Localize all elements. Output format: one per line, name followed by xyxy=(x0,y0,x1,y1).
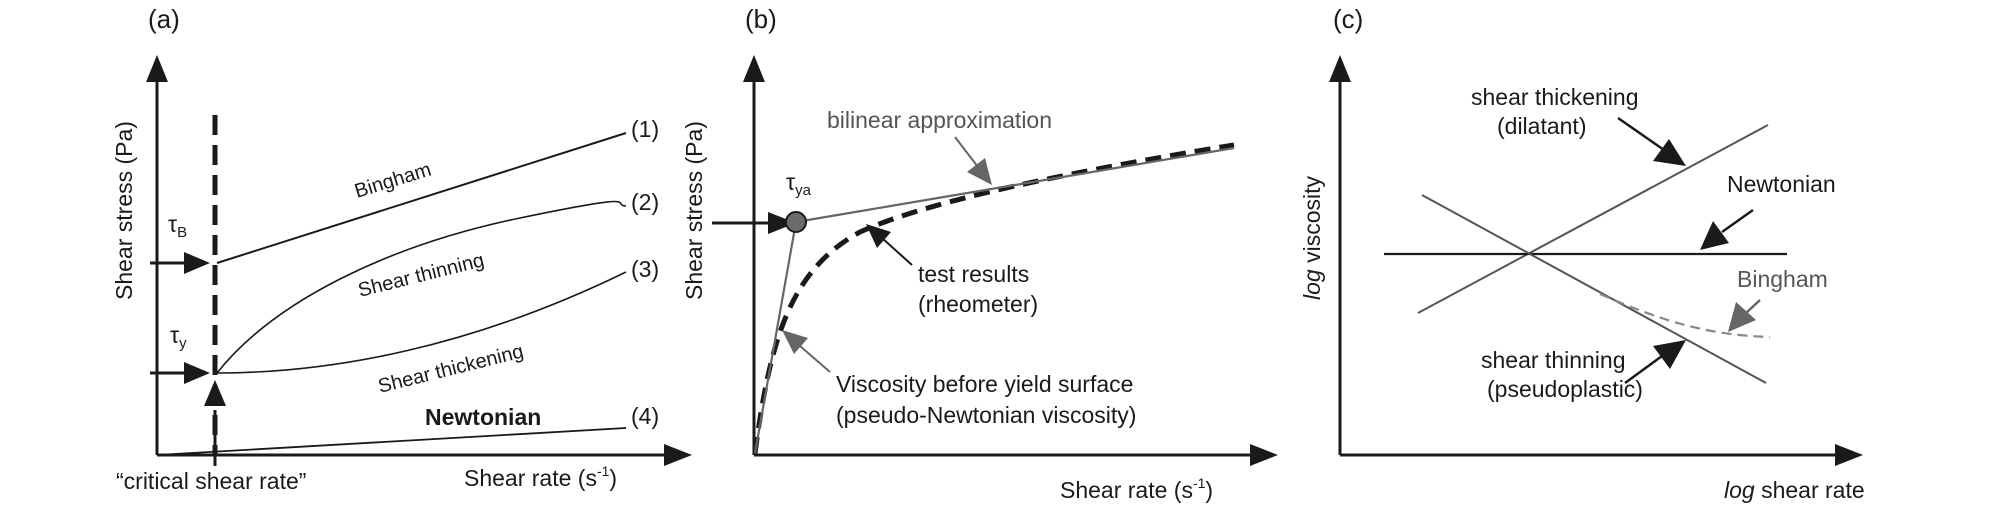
panel-c-label-bingham: Bingham xyxy=(1737,266,1828,292)
panel-a-y-label: Shear stress (Pa) xyxy=(111,121,137,300)
panel-c-y-label: log viscosity xyxy=(1299,176,1325,300)
panel-c-newtonian-pointer-icon xyxy=(1700,221,1729,250)
panel-b-test-pointer-icon xyxy=(866,224,891,248)
panel-b-label-test-1: test results xyxy=(918,261,1029,287)
panel-c-thick-pointer-icon xyxy=(1653,139,1686,166)
panel-c-y-axis-arrow-icon xyxy=(1329,55,1351,82)
panel-b-yield-point xyxy=(785,211,807,233)
panel-c-label-newtonian: Newtonian xyxy=(1727,171,1836,197)
panel-b-x-label: Shear rate (s-1) xyxy=(1060,475,1213,503)
panel-b-y-axis-arrow-icon xyxy=(743,55,765,82)
panel-b: (b) Shear stress (Pa) Shear rate (s-1) τ… xyxy=(681,4,1278,503)
panel-a-number-4: (4) xyxy=(631,403,659,429)
panel-c-label-thick-1: shear thickening xyxy=(1471,84,1639,110)
panel-b-x-axis-arrow-icon xyxy=(1250,444,1278,466)
panel-a-label-newtonian: Newtonian xyxy=(425,404,541,430)
panel-c-x-axis-arrow-icon xyxy=(1835,444,1863,466)
panel-b-label-test-2: (rheometer) xyxy=(918,291,1038,317)
panel-a-label: (a) xyxy=(148,4,180,34)
panel-a-curve-newtonian xyxy=(156,427,627,456)
panel-a-tau-y: τy xyxy=(170,322,187,352)
panel-a-x-label: Shear rate (s-1) xyxy=(464,463,617,491)
panel-b-label-visc-2: (pseudo-Newtonian viscosity) xyxy=(836,402,1136,428)
panel-a-curve-thinning xyxy=(216,200,627,374)
panel-a-curve-thickening xyxy=(216,271,627,374)
panel-a-tau-b: τB xyxy=(168,211,187,241)
panel-c-bingham-pointer xyxy=(1745,299,1761,314)
panel-c-label-thin-2: (pseudoplastic) xyxy=(1487,376,1643,402)
panel-a-label-bingham: Bingham xyxy=(352,159,434,203)
panel-c-line-thickening xyxy=(1417,124,1769,314)
panel-c-thick-pointer xyxy=(1617,116,1665,152)
panel-b-bilinear-pointer-icon xyxy=(967,158,992,185)
panel-c-thin-pointer-icon xyxy=(1653,340,1686,369)
panel-b-yield-arrow-icon xyxy=(768,212,796,234)
panel-a-number-3: (3) xyxy=(631,256,659,282)
panel-b-bilinear-pointer xyxy=(954,136,979,168)
panel-c-newtonian-pointer xyxy=(1721,208,1754,234)
panel-a-label-thinning: Shear thinning xyxy=(356,249,486,302)
panel-a-critical-label: “critical shear rate” xyxy=(116,468,306,494)
panel-b-label-bilinear: bilinear approximation xyxy=(827,107,1052,133)
panel-a-number-1: (1) xyxy=(631,116,659,142)
panel-c-thin-pointer xyxy=(1624,354,1663,385)
panel-c-line-thinning xyxy=(1421,194,1767,384)
panel-c-x-label: log shear rate xyxy=(1724,477,1865,503)
panel-c-label-thin-1: shear thinning xyxy=(1481,347,1626,373)
panel-a: (a) Shear stress (Pa) Shear rate (s-1) “… xyxy=(111,4,692,494)
panel-b-label: (b) xyxy=(745,4,777,34)
panel-c-bingham-pointer-icon xyxy=(1728,302,1756,332)
panel-b-test-pointer xyxy=(881,237,913,266)
panel-a-curve-bingham xyxy=(216,132,627,264)
panel-b-visc-pointer-icon xyxy=(782,330,808,354)
panel-c-label-thick-2: (dilatant) xyxy=(1497,113,1586,139)
panel-c-line-bingham xyxy=(1599,292,1771,339)
panel-b-visc-pointer xyxy=(799,345,831,373)
panel-b-label-visc-1: Viscosity before yield surface xyxy=(836,371,1133,397)
panel-a-tau-b-arrow-icon xyxy=(184,252,210,274)
panel-b-y-label: Shear stress (Pa) xyxy=(681,121,707,300)
panel-c: (c) log viscosity log shear rate shear t… xyxy=(1299,4,1865,503)
panel-a-number-2: (2) xyxy=(631,189,659,215)
panel-a-tau-y-arrow-icon xyxy=(184,362,210,384)
panel-a-y-axis-arrow-icon xyxy=(146,55,168,82)
panel-a-label-thickening: Shear thickening xyxy=(376,340,526,397)
panel-b-tau: τya xyxy=(786,169,812,199)
panel-a-x-axis-arrow-icon xyxy=(664,444,692,466)
panel-c-label: (c) xyxy=(1333,4,1363,34)
